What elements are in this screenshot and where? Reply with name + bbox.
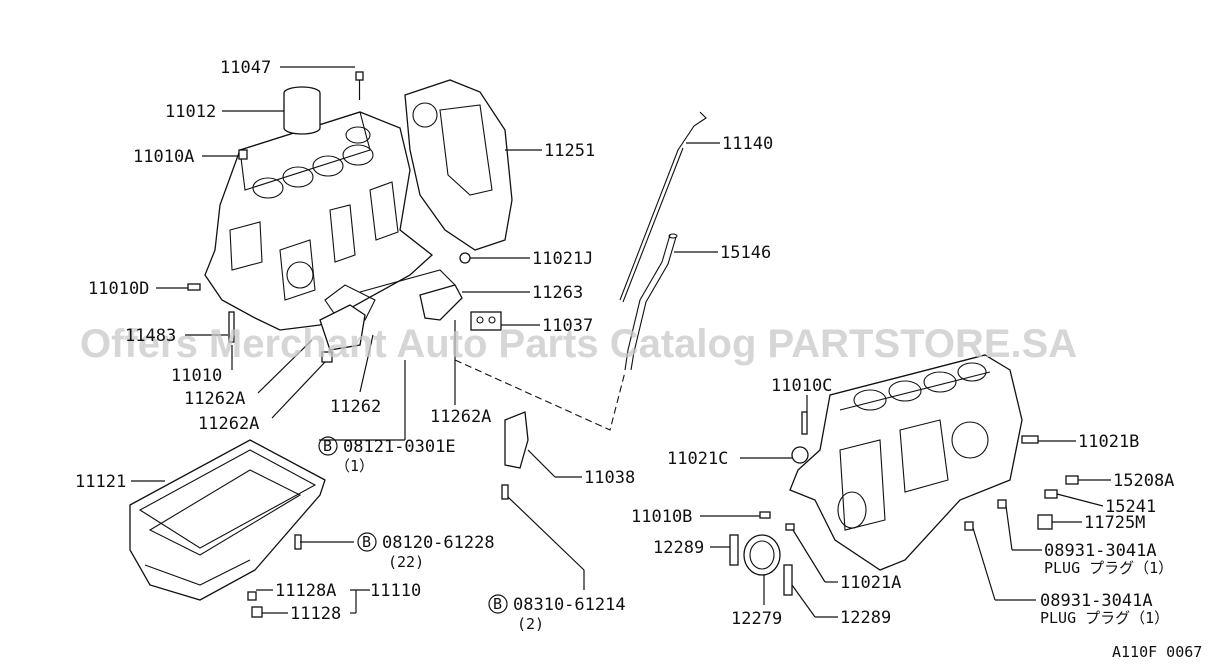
label-11128A: 11128A — [275, 581, 336, 601]
bolt-number-08120: 08120-61228 — [382, 533, 495, 553]
label-15146: 15146 — [720, 243, 771, 263]
part-11037 — [470, 311, 502, 331]
engine-block-right — [789, 354, 1023, 571]
label-11262A-3: 11262A — [430, 407, 491, 427]
baffle-11262 — [319, 304, 366, 351]
rear-seal-12279 — [743, 534, 781, 576]
label-11262: 11262 — [330, 397, 381, 417]
plug-15208A — [1065, 475, 1079, 485]
plug-11021J — [459, 252, 471, 264]
label-11010D: 11010D — [88, 279, 149, 299]
bolt-symbol: B — [493, 595, 502, 613]
part-labels: 11047 11012 11010A 11010D 11483 11010 11… — [75, 58, 1174, 629]
label-11047: 11047 — [220, 58, 271, 78]
dipstick-11140 — [619, 111, 707, 303]
seal-11021C — [791, 446, 809, 464]
bolt-symbol-circle — [357, 532, 377, 552]
label-15241: 15241 — [1105, 497, 1156, 517]
stud-11010 — [228, 311, 235, 343]
dashed-leader — [454, 359, 626, 431]
plug-number-2: 08931-3041A — [1040, 591, 1153, 611]
bolt-number-08310: 08310-61214 — [513, 595, 626, 615]
label-11021A: 11021A — [840, 573, 901, 593]
label-11263: 11263 — [532, 283, 583, 303]
label-11010C: 11010C — [771, 376, 832, 396]
label-12289-2: 12289 — [840, 608, 891, 628]
oil-pan-11110 — [129, 439, 326, 601]
label-11010: 11010 — [171, 366, 222, 386]
pan-drain-11128 — [247, 591, 263, 618]
bolt-symbol-circle — [488, 594, 508, 614]
bolt-qty-08121: （1） — [335, 457, 374, 475]
watermark: Offers Merchant Auto Parts Catalog PARTS… — [80, 322, 1077, 366]
label-12279: 12279 — [731, 609, 782, 629]
label-11010A: 11010A — [133, 147, 194, 167]
plug-11021B — [1021, 435, 1039, 444]
label-11021J: 11021J — [532, 249, 593, 269]
plug-text-2: PLUG プラグ（1） — [1040, 609, 1169, 627]
plug-11021A — [785, 523, 795, 531]
label-11128: 11128 — [290, 604, 341, 624]
label-11262A-2: 11262A — [198, 414, 259, 434]
engine-block-left — [204, 111, 456, 331]
cylinder-liner-11012 — [283, 86, 321, 135]
label-15208A: 15208A — [1113, 471, 1174, 491]
bolt-number-08121: 08121-0301E — [343, 437, 456, 457]
plug-callout-1: 08931-3041A PLUG プラグ（1） — [1044, 541, 1173, 577]
plug-number-1: 08931-3041A — [1044, 541, 1157, 561]
label-11110: 11110 — [370, 581, 421, 601]
label-11012: 11012 — [165, 102, 216, 122]
label-11021C: 11021C — [667, 449, 728, 469]
label-11262A-1: 11262A — [184, 389, 245, 409]
label-11725M: 11725M — [1084, 513, 1145, 533]
label-11251: 11251 — [544, 141, 595, 161]
bolt-qty-08310: (2) — [517, 615, 544, 633]
label-12289-1: 12289 — [653, 538, 704, 558]
dowel-11010B — [759, 511, 771, 519]
label-11010B: 11010B — [631, 507, 692, 527]
diagram-code: A110F 0067 — [1112, 643, 1202, 661]
label-11121: 11121 — [75, 472, 126, 492]
label-11140: 11140 — [722, 134, 773, 154]
part-11263 — [419, 284, 463, 321]
bolt-callout-08310: B 08310-61214 (2) — [488, 594, 626, 633]
bolt-11262A — [321, 351, 333, 363]
bolt-symbol-circle — [318, 436, 338, 456]
label-11483: 11483 — [125, 326, 176, 346]
bolt-symbol: B — [323, 437, 332, 455]
plug-08931b — [964, 521, 974, 531]
bolt-symbol: B — [362, 533, 371, 551]
plug-text-1: PLUG プラグ（1） — [1044, 559, 1173, 577]
part-11038 — [504, 411, 529, 469]
dowel-11010D — [187, 283, 201, 291]
plug-15241 — [1044, 489, 1058, 499]
plug-11725M — [1037, 514, 1053, 530]
bolt-callout-08121: B 08121-0301E （1） — [318, 436, 456, 475]
seal-strip-12289b — [783, 564, 793, 596]
seal-strip-12289a — [729, 534, 739, 566]
plug-11010A — [238, 149, 248, 160]
dowel-11010C — [801, 411, 808, 435]
bolt-08310 — [501, 484, 509, 500]
bolt-qty-08120: (22) — [388, 553, 424, 571]
plug-08931a — [997, 499, 1007, 509]
label-11021B: 11021B — [1078, 432, 1139, 452]
bolt-callout-08120: B 08120-61228 (22) — [357, 532, 495, 571]
plug-callout-2: 08931-3041A PLUG プラグ（1） — [1040, 591, 1169, 627]
rear-plate-11251 — [404, 79, 513, 251]
label-11038: 11038 — [584, 468, 635, 488]
dipstick-guide-15146 — [624, 233, 678, 371]
leader-lines — [131, 66, 1111, 618]
bolt-11047 — [355, 71, 364, 100]
label-11037: 11037 — [542, 316, 593, 336]
